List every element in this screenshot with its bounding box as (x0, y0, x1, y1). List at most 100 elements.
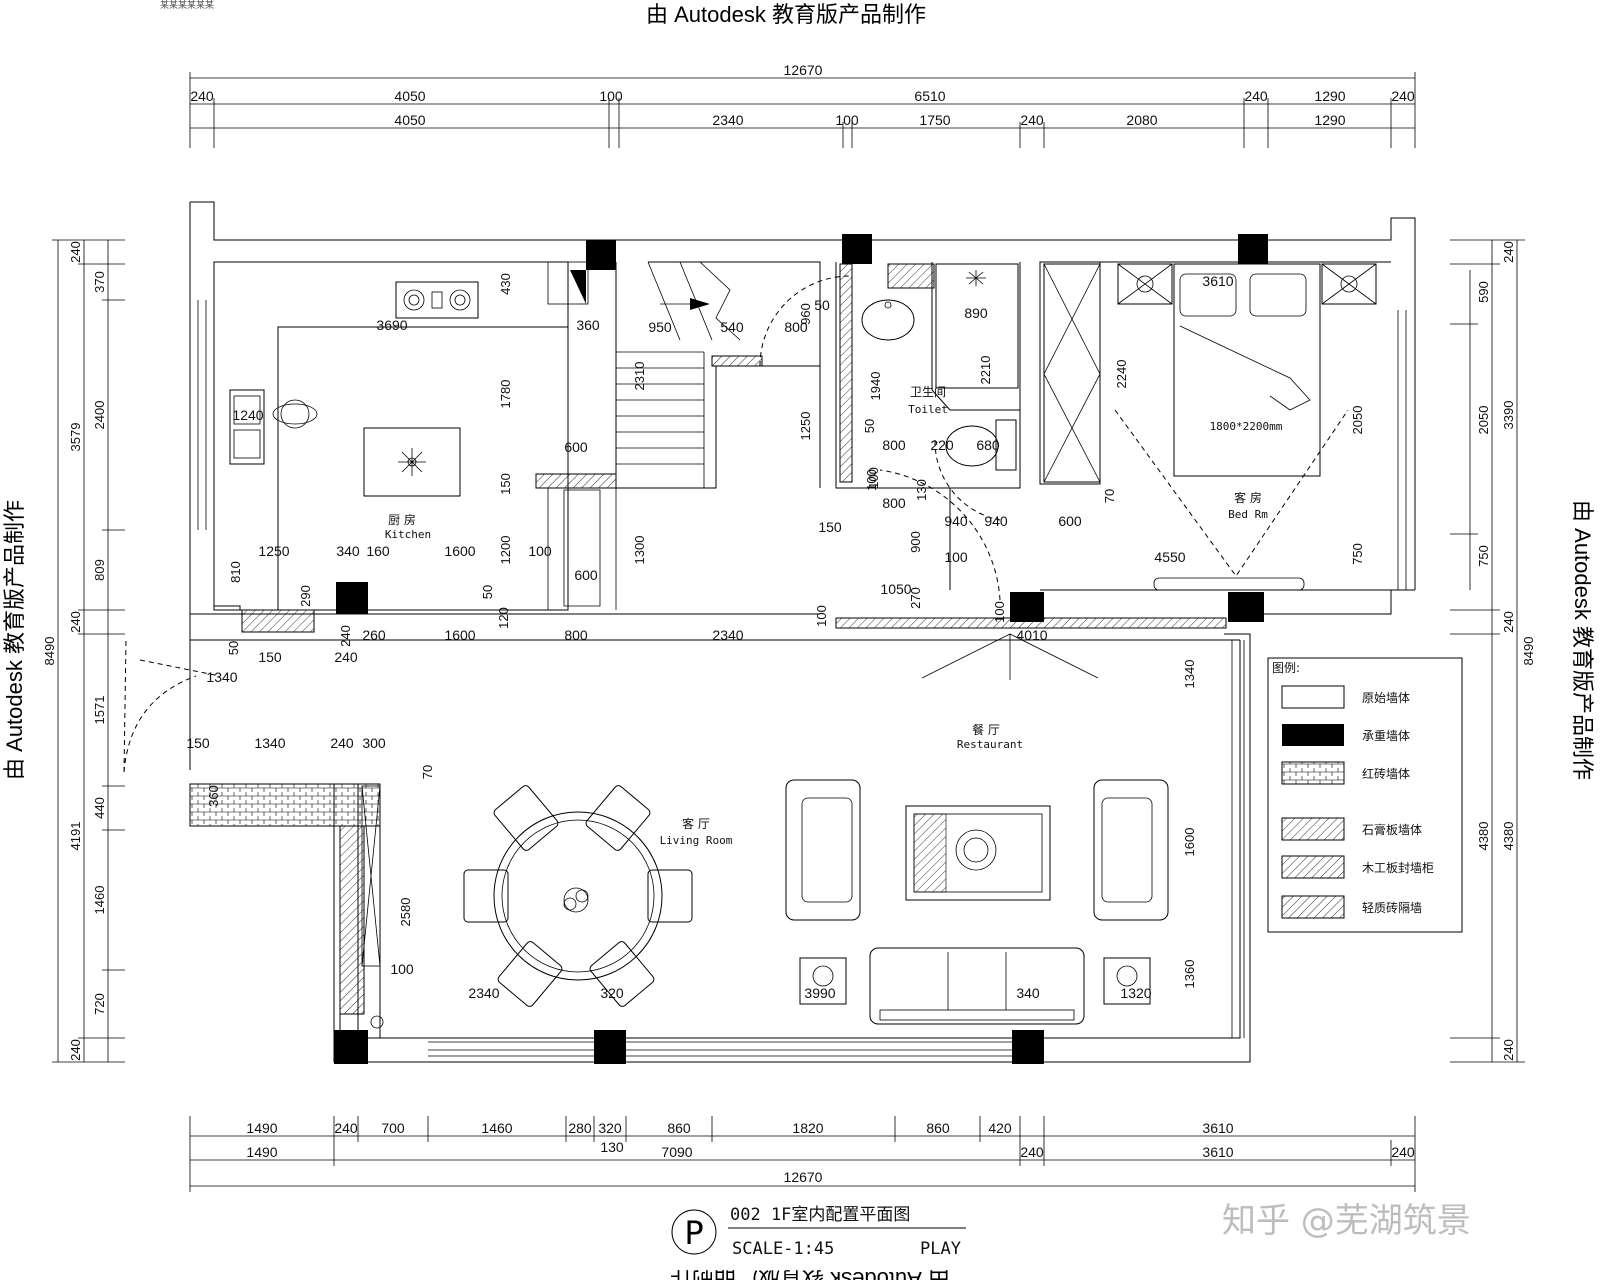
sofa-main (869, 947, 1085, 1025)
top-r1-4: 240 (1244, 88, 1268, 104)
right-total: 8490 (1521, 637, 1536, 666)
dim-text: 1340 (1182, 660, 1197, 689)
watermark-right: 由 Autodesk 教育版产品制作 (1570, 500, 1595, 780)
legend-box (1267, 657, 1463, 933)
washbasin (861, 299, 915, 341)
stair-arrow-icon (690, 298, 710, 310)
column (842, 234, 872, 264)
dim-text: 220 (930, 437, 954, 453)
side-table (1103, 957, 1151, 1005)
dim-text: 100 (814, 605, 829, 627)
legend-swatch-brick-wall (1281, 761, 1345, 785)
left-i-6: 720 (92, 993, 107, 1015)
right-o-3: 4380 (1501, 822, 1516, 851)
dim-text: 1600 (444, 543, 475, 559)
hatched-wall-stair-mid (711, 355, 763, 367)
bed-size-label: 1800*2200mm (1210, 420, 1283, 433)
shower-head-icon (966, 270, 986, 286)
dim-text: 70 (420, 765, 435, 779)
flower-icon (398, 448, 426, 476)
toilet-label: 卫生间 (910, 385, 946, 399)
dim-text: 2340 (712, 627, 743, 643)
dim-text: 1200 (498, 536, 513, 565)
bot-r1-10: 3610 (1202, 1120, 1233, 1136)
dim-text: 260 (362, 627, 386, 643)
dim-text: 4550 (1154, 549, 1185, 565)
top-r1-2: 100 (599, 88, 623, 104)
bot-r1-0: 1490 (246, 1120, 277, 1136)
dim-text: 1320 (1120, 985, 1151, 1001)
left-i-1: 2400 (92, 401, 107, 430)
dim-text: 4010 (1016, 627, 1047, 643)
staircase (547, 261, 741, 488)
dim-text: 100 (866, 467, 881, 489)
legend-swatch-gypsum-wall (1281, 817, 1345, 841)
bot-r1-2: 700 (381, 1120, 405, 1136)
restaurant-label: 餐 厅 (972, 722, 1000, 737)
top-r2-1: 2340 (712, 112, 743, 128)
bot-r2-5: 240 (1391, 1144, 1415, 1160)
top-r2-4: 240 (1020, 112, 1044, 128)
kitchen-label: 厨 房 (388, 512, 416, 527)
kitchen-fixtures (229, 281, 479, 497)
burner-icon (449, 289, 471, 311)
right-o-2: 240 (1501, 611, 1516, 633)
right-i-2: 750 (1476, 545, 1491, 567)
legend-item: 石膏板墙体 (1362, 822, 1422, 837)
top-r1-3: 6510 (914, 88, 945, 104)
lamp-icon (1340, 275, 1358, 293)
walls (189, 201, 1416, 1063)
dim-text: 950 (648, 319, 672, 335)
kitchen-island (363, 427, 461, 497)
dim-text: 150 (498, 473, 513, 495)
column (1228, 592, 1264, 622)
right-o-0: 240 (1501, 241, 1516, 263)
dim-text: 1240 (232, 407, 263, 423)
right-o-3b: 4380 (1476, 822, 1491, 851)
top-r2-3: 1750 (919, 112, 950, 128)
bot-r2-1: 130 (600, 1139, 624, 1155)
legend-swatch-bearing-wall (1282, 724, 1344, 746)
living-label-en: Living Room (660, 834, 733, 847)
burner-icon (408, 294, 420, 306)
plant-icon (955, 829, 997, 871)
dim-text: 150 (258, 649, 282, 665)
dim-text: 360 (576, 317, 600, 333)
living-label: 客 厅 (682, 816, 710, 831)
bedroom-label-en: Bed Rm (1228, 508, 1268, 521)
top-r1-1: 4050 (394, 88, 425, 104)
dim-text: 320 (600, 985, 624, 1001)
top-r2-5: 2080 (1126, 112, 1157, 128)
bottom-dimensions: 1490 240 700 1460 280 320 860 1820 860 4… (189, 1116, 1416, 1192)
dim-text: 430 (498, 273, 513, 295)
column (594, 1030, 626, 1064)
column (1010, 592, 1044, 622)
bot-r1-8: 860 (926, 1120, 950, 1136)
left-dimensions: 8490 240 3579 240 4191 240 370 2400 809 … (42, 239, 125, 1063)
hatched-wall-toilet-top (887, 263, 935, 289)
dim-text: 150 (186, 735, 210, 751)
dim-text: 900 (908, 531, 923, 553)
armchair-left (785, 779, 861, 921)
dim-text: 940 (944, 513, 968, 529)
dim-text: 100 (992, 601, 1007, 623)
bot-r1-9: 420 (988, 1120, 1012, 1136)
dim-text: 240 (334, 649, 358, 665)
dim-text: 800 (784, 319, 808, 335)
right-i-0: 590 (1476, 281, 1491, 303)
dim-text: 600 (574, 567, 598, 583)
dim-text: 50 (226, 641, 241, 655)
dim-text: 810 (228, 561, 243, 583)
legend-title: 图例: (1272, 661, 1300, 675)
bot-r2-0: 1490 (246, 1144, 277, 1160)
dim-text: 600 (1058, 513, 1082, 529)
dim-text: 1250 (258, 543, 289, 559)
hatched-wall-kitchen-bottom (241, 609, 315, 633)
living-dining-fixtures (123, 633, 1169, 1029)
dim-text: 1780 (498, 380, 513, 409)
column (1238, 234, 1268, 264)
dim-text: 600 (564, 439, 588, 455)
stove (395, 281, 479, 319)
dim-text: 940 (984, 513, 1008, 529)
dim-text: 540 (720, 319, 744, 335)
